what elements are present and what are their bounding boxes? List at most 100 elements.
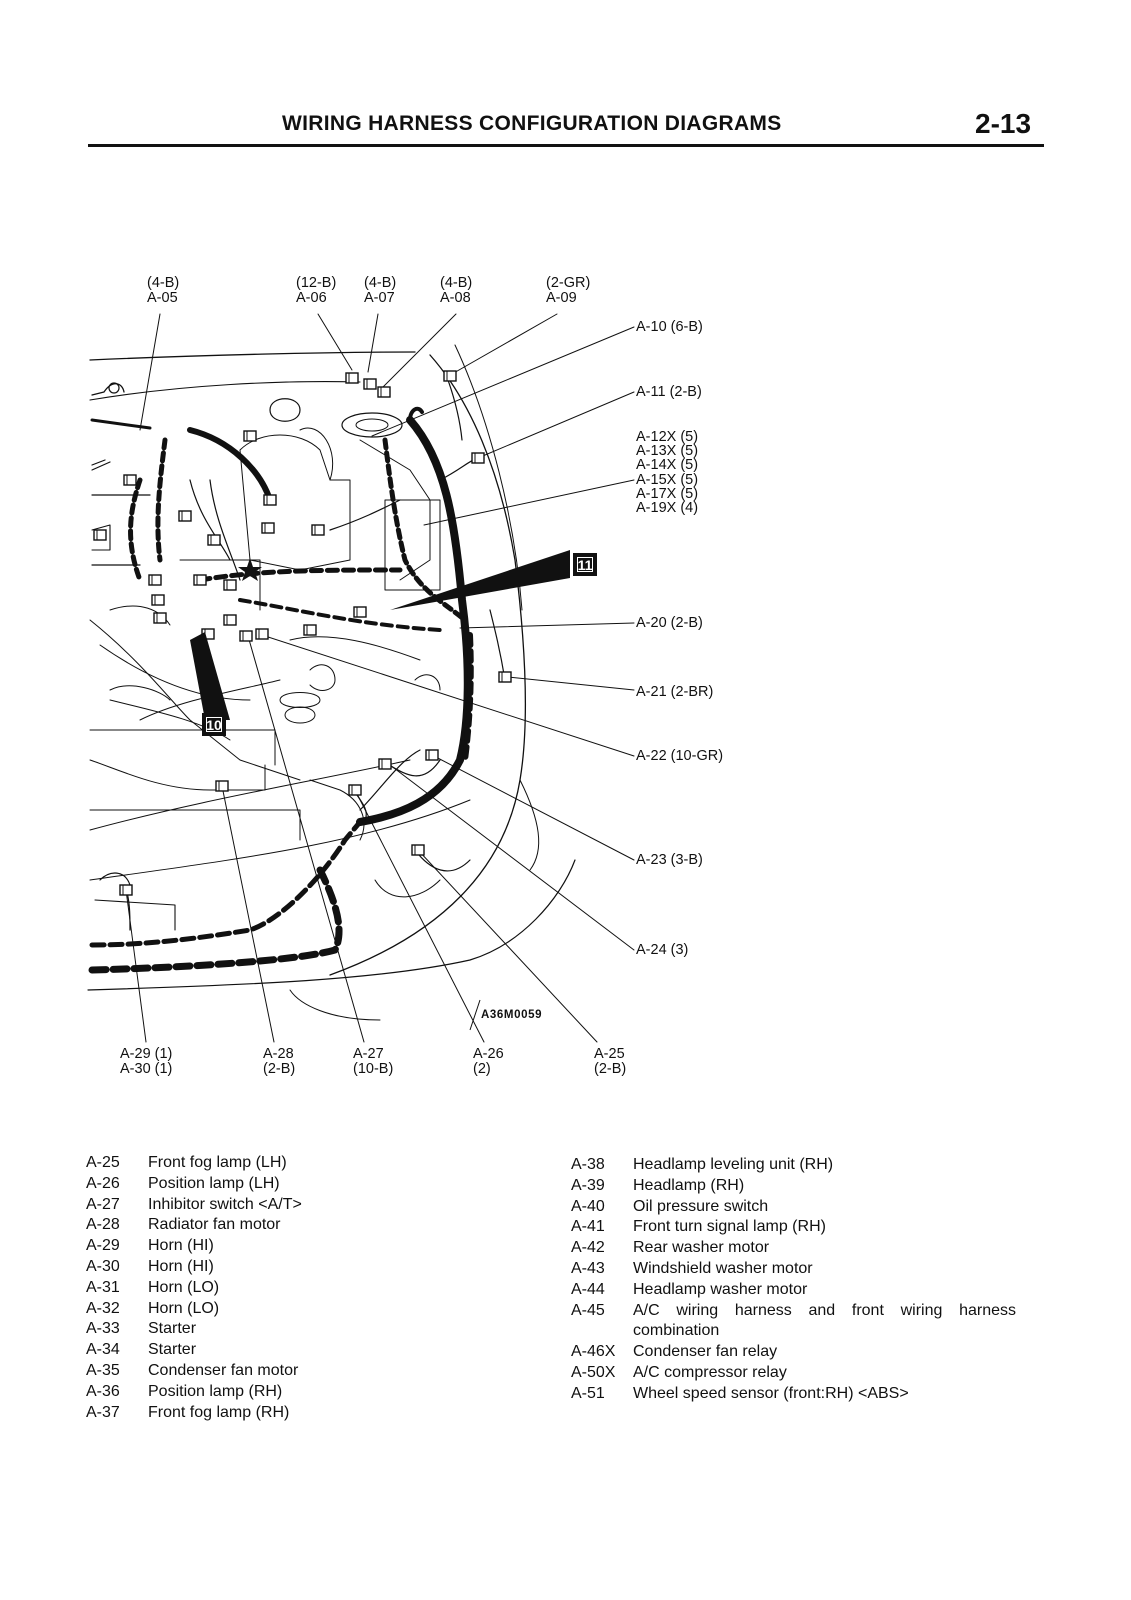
legend-id: A-27 — [86, 1195, 120, 1213]
callout-a30: A-30 (1) — [120, 1061, 173, 1077]
legend-desc: Position lamp (RH) — [148, 1382, 283, 1400]
legend-desc: A/C compressor relay — [633, 1363, 787, 1381]
legend-id: A-39 — [571, 1176, 605, 1194]
callout-a29-a30: A-29 (1) A-30 (1) — [120, 1047, 172, 1077]
legend-desc: Front fog lamp (LH) — [148, 1154, 287, 1171]
callout-a24: A-24 (3) — [636, 942, 689, 958]
legend-id: A-35 — [86, 1361, 120, 1379]
legend-desc: Starter — [148, 1341, 197, 1359]
legend-id: A-36 — [86, 1382, 120, 1400]
marker-11-inner — [577, 557, 593, 572]
legend-desc: Front fog lamp (RH) — [148, 1403, 290, 1421]
legend-row: A-37 Front fog lamp (RH) — [86, 1403, 386, 1424]
callout-a08-id: A-08 — [440, 290, 471, 306]
marker-10: 10 — [202, 713, 226, 736]
callout-a09-id: A-09 — [546, 290, 577, 306]
legend-desc: Headlamp (RH) — [633, 1176, 745, 1194]
legend-desc: Condenser fan motor — [148, 1361, 299, 1379]
legend-id: A-46X — [571, 1343, 616, 1361]
marker-10-label: 10 — [206, 717, 222, 733]
callout-a12x: A-12X (5) — [636, 429, 699, 445]
callout-a22: A-22 (10-GR) — [636, 748, 724, 764]
callout-a27-id: A-27 — [353, 1046, 384, 1062]
callout-a13x: A-13X (5) — [636, 443, 699, 460]
legend-id: A-42 — [571, 1239, 605, 1257]
legend-id: A-50X — [571, 1363, 616, 1381]
callout-a07-spec: (4-B) — [364, 275, 397, 291]
legend-id: A-25 — [86, 1154, 120, 1171]
legend-row: A-31 Horn (LO) — [86, 1278, 386, 1299]
legend-desc: Headlamp washer motor — [633, 1280, 808, 1298]
legend-id: A-32 — [86, 1299, 120, 1317]
legend-row: A-35 Condenser fan motor — [86, 1361, 386, 1382]
legend-desc: A/C wiring harness and front wiring harn… — [633, 1301, 1016, 1340]
callout-a09-spec: (2-GR) — [546, 275, 591, 291]
callout-a05-spec: (4-B) — [147, 275, 180, 291]
drawing-id: A36M0059 — [481, 1009, 543, 1021]
callout-a28-spec: (2-B) — [263, 1061, 296, 1077]
legend-id: A-29 — [86, 1237, 120, 1255]
callout-a25-spec: (2-B) — [594, 1061, 627, 1077]
callout-a10: A-10 (6-B) — [636, 319, 703, 335]
callout-a07: (4-B) A-07 — [364, 276, 396, 306]
callout-a07-id: A-07 — [364, 290, 395, 306]
marker-10-inner — [206, 717, 222, 732]
callout-a29: A-29 (1) — [120, 1046, 173, 1062]
callout-a23: A-23 (3-B) — [636, 852, 703, 868]
legend-row: A-25 Front fog lamp (LH) — [86, 1153, 386, 1174]
callout-a15x: A-15X (5) — [636, 471, 699, 488]
legend-desc: Position lamp (LH) — [148, 1174, 280, 1192]
legend-id: A-30 — [86, 1257, 120, 1275]
legend-id: A-28 — [86, 1216, 120, 1234]
callout-a28-id: A-28 — [263, 1046, 294, 1062]
callout-a19x: A-19X (4) — [636, 500, 699, 517]
legend-desc: Inhibitor switch <A/T> — [148, 1195, 302, 1213]
legend-id: A-37 — [86, 1403, 120, 1421]
callout-a12-group: A-12X (5) A-13X (5) A-14X (5) A-15X (5) … — [636, 429, 699, 517]
pointer-wedge-10 — [190, 632, 230, 720]
legend-id: A-43 — [571, 1259, 605, 1277]
legend-id: A-31 — [86, 1278, 120, 1296]
callout-a20: A-20 (2-B) — [636, 615, 703, 631]
callout-a26-spec: (2) — [473, 1061, 491, 1077]
legend-id: A-34 — [86, 1341, 120, 1359]
legend-row: A-33 Starter — [86, 1319, 386, 1340]
legend-row: A-39 Headlamp (RH) — [571, 1176, 1016, 1197]
callout-a08-spec: (4-B) — [440, 275, 473, 291]
callout-a06-id: A-06 — [296, 290, 327, 306]
marker-11-label: 11 — [577, 557, 593, 573]
callout-a25: A-25 (2-B) — [594, 1047, 626, 1077]
callout-a28: A-28 (2-B) — [263, 1047, 295, 1077]
legend-row: A-51 Wheel speed sensor (front:RH) <ABS> — [571, 1384, 1016, 1405]
legend-row: A-26 Position lamp (LH) — [86, 1174, 386, 1195]
legend-desc: Horn (LO) — [148, 1278, 220, 1296]
callout-a26: A-26 (2) — [473, 1047, 504, 1077]
callout-a27: A-27 (10-B) — [353, 1047, 393, 1077]
legend-row: A-44 Headlamp washer motor — [571, 1280, 1016, 1301]
callout-a26-id: A-26 — [473, 1046, 504, 1062]
callout-a09: (2-GR) A-09 — [546, 276, 590, 306]
header-rule — [88, 144, 1044, 147]
legend-desc: Headlamp leveling unit (RH) — [633, 1156, 834, 1173]
legend-id: A-45 — [571, 1301, 605, 1319]
legend-id: A-44 — [571, 1280, 605, 1298]
callout-a25-id: A-25 — [594, 1046, 625, 1062]
callout-a06: (12-B) A-06 — [296, 276, 336, 306]
legend-id: A-51 — [571, 1384, 605, 1402]
legend-desc: Wheel speed sensor (front:RH) <ABS> — [633, 1384, 909, 1402]
legend-id: A-33 — [86, 1320, 120, 1338]
pointer-wedge-11 — [390, 550, 570, 610]
legend-desc: Starter — [148, 1320, 197, 1338]
legend-id: A-26 — [86, 1174, 120, 1192]
